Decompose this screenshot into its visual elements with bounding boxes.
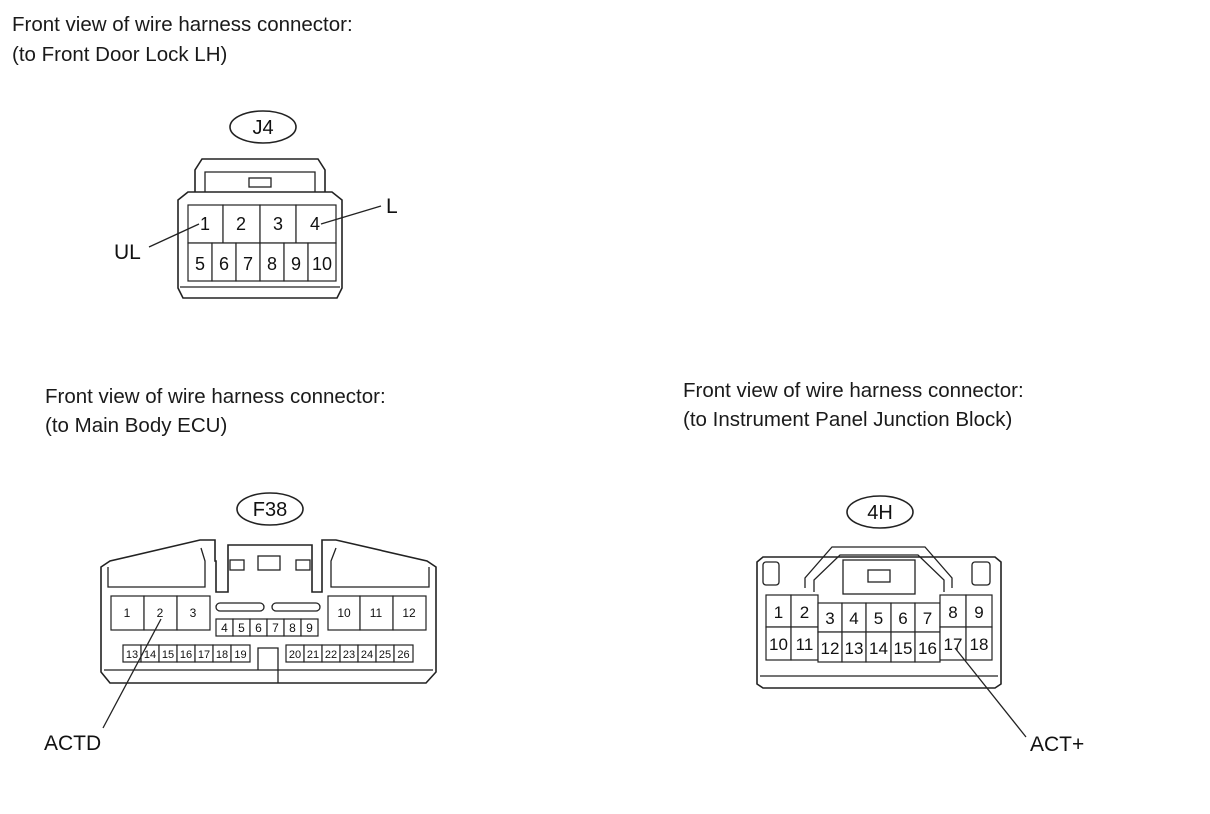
f38-badge-label: F38 <box>253 499 287 521</box>
4h-pin: 11 <box>796 635 814 654</box>
4h-pin: 1 <box>774 603 783 622</box>
f38-pin: 3 <box>190 606 197 620</box>
f38-pin: 20 <box>289 649 301 661</box>
j4-pin: 1 <box>200 214 210 234</box>
4h-pin: 18 <box>970 635 989 654</box>
j4-pin: 10 <box>312 254 332 274</box>
4h-pin: 7 <box>923 609 932 628</box>
j4-callout-ul: UL <box>114 223 200 264</box>
f38-pin: 23 <box>343 649 355 661</box>
f38-pin: 15 <box>162 649 174 661</box>
4h-pin: 13 <box>845 639 864 658</box>
j4-badge-label: J4 <box>252 117 273 139</box>
4h-pin: 15 <box>894 639 913 658</box>
f38-pin: 5 <box>238 621 245 635</box>
4h-pin: 4 <box>849 609 858 628</box>
4h-pin: 3 <box>825 609 834 628</box>
j4-pin: 4 <box>310 214 320 234</box>
f38-pin-grid: 1 2 3 10 11 12 4 5 6 7 8 9 <box>110 595 427 663</box>
connector-f38: Front view of wire harness connector: (t… <box>44 385 437 755</box>
j4-badge: J4 <box>229 110 297 144</box>
j4-pin: 3 <box>273 214 283 234</box>
j4-pin: 8 <box>267 254 277 274</box>
f38-pin: 19 <box>234 649 246 661</box>
4h-pin: 6 <box>898 609 907 628</box>
4h-pin: 10 <box>769 635 788 654</box>
j4-pin-grid: 1 2 3 4 5 6 7 8 9 10 <box>187 204 337 282</box>
f38-pin: 9 <box>306 621 313 635</box>
4h-badge: 4H <box>846 495 914 529</box>
4h-callout-act-plus: ACT+ <box>954 647 1084 756</box>
j4-caption-line1: Front view of wire harness connector: <box>12 13 353 36</box>
j4-pin: 2 <box>236 214 246 234</box>
callout-label: ACTD <box>44 732 101 755</box>
f38-pin: 17 <box>198 649 210 661</box>
4h-pin-grid: 1 2 10 11 3 4 5 6 7 12 13 14 15 16 <box>765 594 993 663</box>
f38-caption-line2: (to Main Body ECU) <box>45 414 227 437</box>
f38-badge: F38 <box>236 492 304 526</box>
connector-j4: Front view of wire harness connector: (t… <box>12 13 398 299</box>
f38-pin: 13 <box>126 649 138 661</box>
4h-pin: 16 <box>918 639 937 658</box>
callout-label: UL <box>114 241 141 264</box>
4h-pin: 14 <box>869 639 888 658</box>
f38-pin: 7 <box>272 621 279 635</box>
f38-pin: 10 <box>337 606 351 620</box>
f38-pin: 24 <box>361 649 373 661</box>
connector-4h: Front view of wire harness connector: (t… <box>683 379 1084 756</box>
4h-caption-line1: Front view of wire harness connector: <box>683 379 1024 402</box>
j4-pin: 7 <box>243 254 253 274</box>
f38-pin: 12 <box>402 606 416 620</box>
4h-caption-line2: (to Instrument Panel Junction Block) <box>683 408 1012 431</box>
j4-caption-line2: (to Front Door Lock LH) <box>12 43 227 66</box>
f38-pin: 4 <box>221 621 228 635</box>
4h-pin: 5 <box>874 609 883 628</box>
f38-pin: 1 <box>124 606 131 620</box>
j4-housing <box>177 158 343 299</box>
f38-pin: 26 <box>397 649 409 661</box>
j4-callout-l: L <box>320 195 398 225</box>
callout-label: ACT+ <box>1030 733 1084 756</box>
f38-pin: 25 <box>379 649 391 661</box>
4h-pin: 8 <box>948 603 957 622</box>
f38-pin: 22 <box>325 649 337 661</box>
f38-pin: 6 <box>255 621 262 635</box>
j4-pin: 6 <box>219 254 229 274</box>
4h-pin: 12 <box>821 639 840 658</box>
f38-pin: 14 <box>144 649 156 661</box>
f38-pin: 21 <box>307 649 319 661</box>
4h-pin: 17 <box>944 635 963 654</box>
j4-pin: 9 <box>291 254 301 274</box>
f38-pin: 2 <box>157 606 164 620</box>
f38-callout-actd: ACTD <box>44 618 162 755</box>
callout-label: L <box>386 195 398 218</box>
j4-pin: 5 <box>195 254 205 274</box>
4h-housing <box>756 546 1002 689</box>
4h-pin: 2 <box>800 603 809 622</box>
f38-pin: 11 <box>370 606 383 620</box>
f38-caption-line1: Front view of wire harness connector: <box>45 385 386 408</box>
4h-badge-label: 4H <box>867 502 893 524</box>
4h-pin: 9 <box>974 603 983 622</box>
f38-pin: 16 <box>180 649 192 661</box>
f38-pin: 8 <box>289 621 296 635</box>
f38-housing <box>100 539 437 684</box>
f38-pin: 18 <box>216 649 228 661</box>
